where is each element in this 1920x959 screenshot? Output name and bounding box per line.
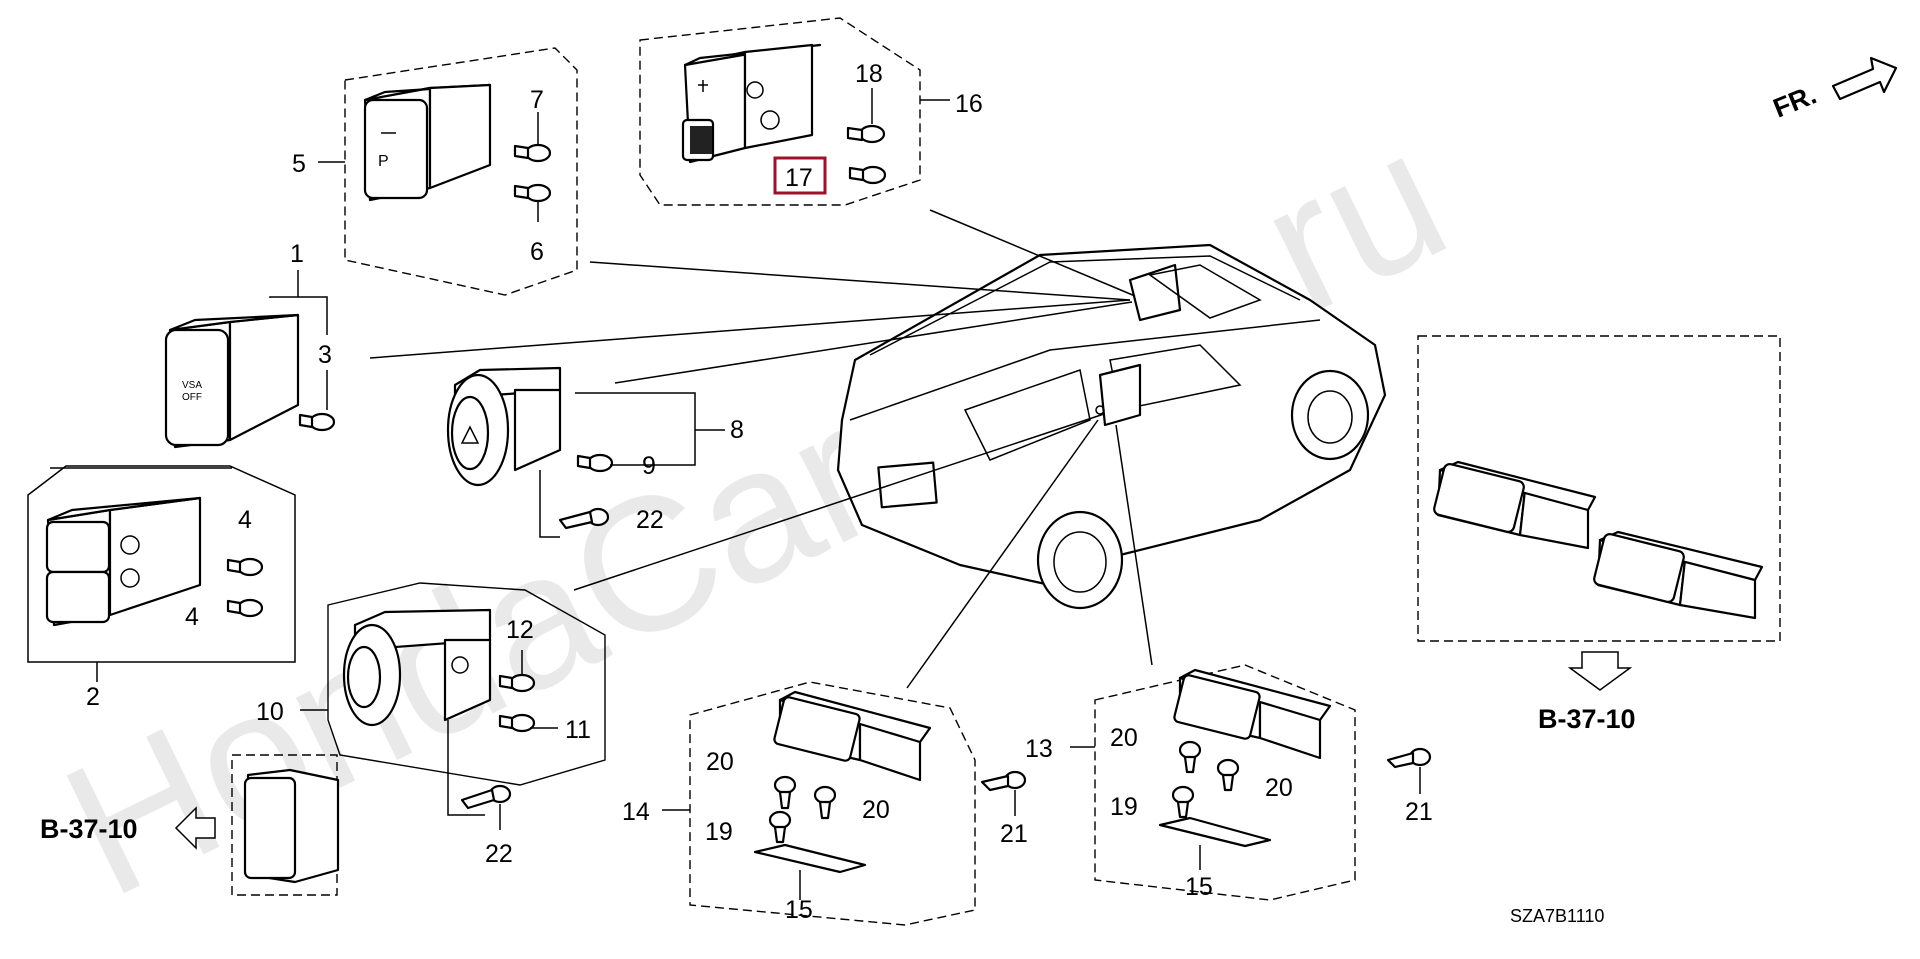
callout-10: 10 [256, 698, 284, 726]
screw-7 [513, 143, 552, 163]
callout-15a: 15 [785, 896, 813, 924]
callout-3: 3 [318, 341, 332, 369]
callout-13: 13 [1025, 735, 1053, 763]
screw-20b [813, 785, 837, 820]
hazard-switch [446, 366, 562, 487]
pad-15a [753, 843, 867, 874]
callout-20a: 20 [706, 748, 734, 776]
screw-22-upper [558, 507, 610, 530]
reference-right: B-37-10 [1538, 704, 1636, 734]
callout-19b: 19 [1110, 793, 1138, 821]
right-switch-b [1593, 530, 1764, 620]
screw-21a [980, 770, 1027, 792]
callout-19a: 19 [705, 818, 733, 846]
callout-labels: 1 2 3 4 4 5 6 7 8 9 10 11 12 13 14 15 15… [86, 60, 1433, 924]
callout-22a: 22 [636, 506, 664, 534]
screw-3 [298, 412, 336, 432]
vsa-label-line2: OFF [182, 392, 202, 403]
screw-21b [1386, 747, 1432, 769]
callout-21a: 21 [1000, 820, 1028, 848]
screw-19b [1171, 785, 1195, 819]
group-10 [300, 582, 606, 786]
screw-20c [1178, 740, 1202, 774]
callout-17[interactable]: 17 [785, 164, 813, 192]
vsa-label-line1: VSA [182, 380, 202, 391]
group-13 [1070, 664, 1356, 901]
callout-8: 8 [730, 416, 744, 444]
screw-4a [226, 557, 264, 577]
ref-arrow-down-icon [1567, 651, 1633, 691]
screw-11 [498, 713, 536, 733]
screw-4b [226, 598, 264, 618]
group-2 [27, 465, 296, 682]
callout-22b: 22 [485, 840, 513, 868]
svg-text:P: P [378, 153, 389, 170]
callout-11: 11 [565, 716, 591, 744]
callout-5: 5 [292, 150, 306, 178]
callout-7: 7 [530, 86, 544, 114]
front-direction-indicator: FR. [1769, 56, 1898, 124]
callout-4b: 4 [185, 603, 199, 631]
screw-9 [576, 453, 614, 473]
dimmer-switch-assembly [681, 43, 822, 164]
direction-label: FR. [1769, 79, 1821, 123]
parking-sensor-switch: P [363, 83, 492, 202]
callout-18: 18 [855, 60, 883, 88]
right-switch-a [1433, 460, 1597, 550]
callout-4a: 4 [238, 506, 252, 534]
screw-20d [1216, 758, 1240, 792]
callout-9: 9 [642, 452, 656, 480]
screw-18 [846, 124, 886, 144]
switch-14 [773, 690, 932, 782]
screw-6 [513, 183, 552, 203]
ref-arrow-left-icon [174, 806, 216, 850]
blank-cover-group: B-37-10 [40, 754, 340, 896]
callout-20b: 20 [862, 796, 890, 824]
callout-20c: 20 [1110, 724, 1138, 752]
screw-19a [768, 810, 792, 844]
dual-switch-assembly [45, 496, 202, 627]
right-switch-group: B-37-10 [1417, 335, 1781, 734]
callout-6: 6 [530, 238, 544, 266]
callout-12: 12 [506, 616, 534, 644]
callout-15b: 15 [1185, 873, 1213, 901]
vehicle-outline [836, 243, 1387, 610]
callout-16: 16 [955, 90, 983, 118]
group-16 [639, 17, 950, 206]
pad-15b [1158, 816, 1272, 848]
callout-21b: 21 [1405, 798, 1433, 826]
callout-1: 1 [290, 240, 304, 268]
screw-22-lower [460, 784, 512, 810]
callout-2: 2 [86, 683, 100, 711]
callout-20d: 20 [1265, 774, 1293, 802]
screw-17 [848, 165, 887, 185]
reference-left: B-37-10 [40, 814, 138, 844]
direction-arrow-icon [1831, 56, 1898, 101]
diagram-code: SZA7B1110 [1510, 906, 1604, 926]
group-14 [662, 681, 976, 926]
switch-13 [1173, 668, 1332, 760]
callout-14: 14 [622, 798, 650, 826]
vsa-off-switch: VSA OFF [164, 313, 300, 449]
group-5: P [318, 47, 578, 296]
switch-10 [342, 608, 492, 727]
highlight-box-17 [773, 156, 827, 195]
screw-20a [773, 775, 797, 810]
